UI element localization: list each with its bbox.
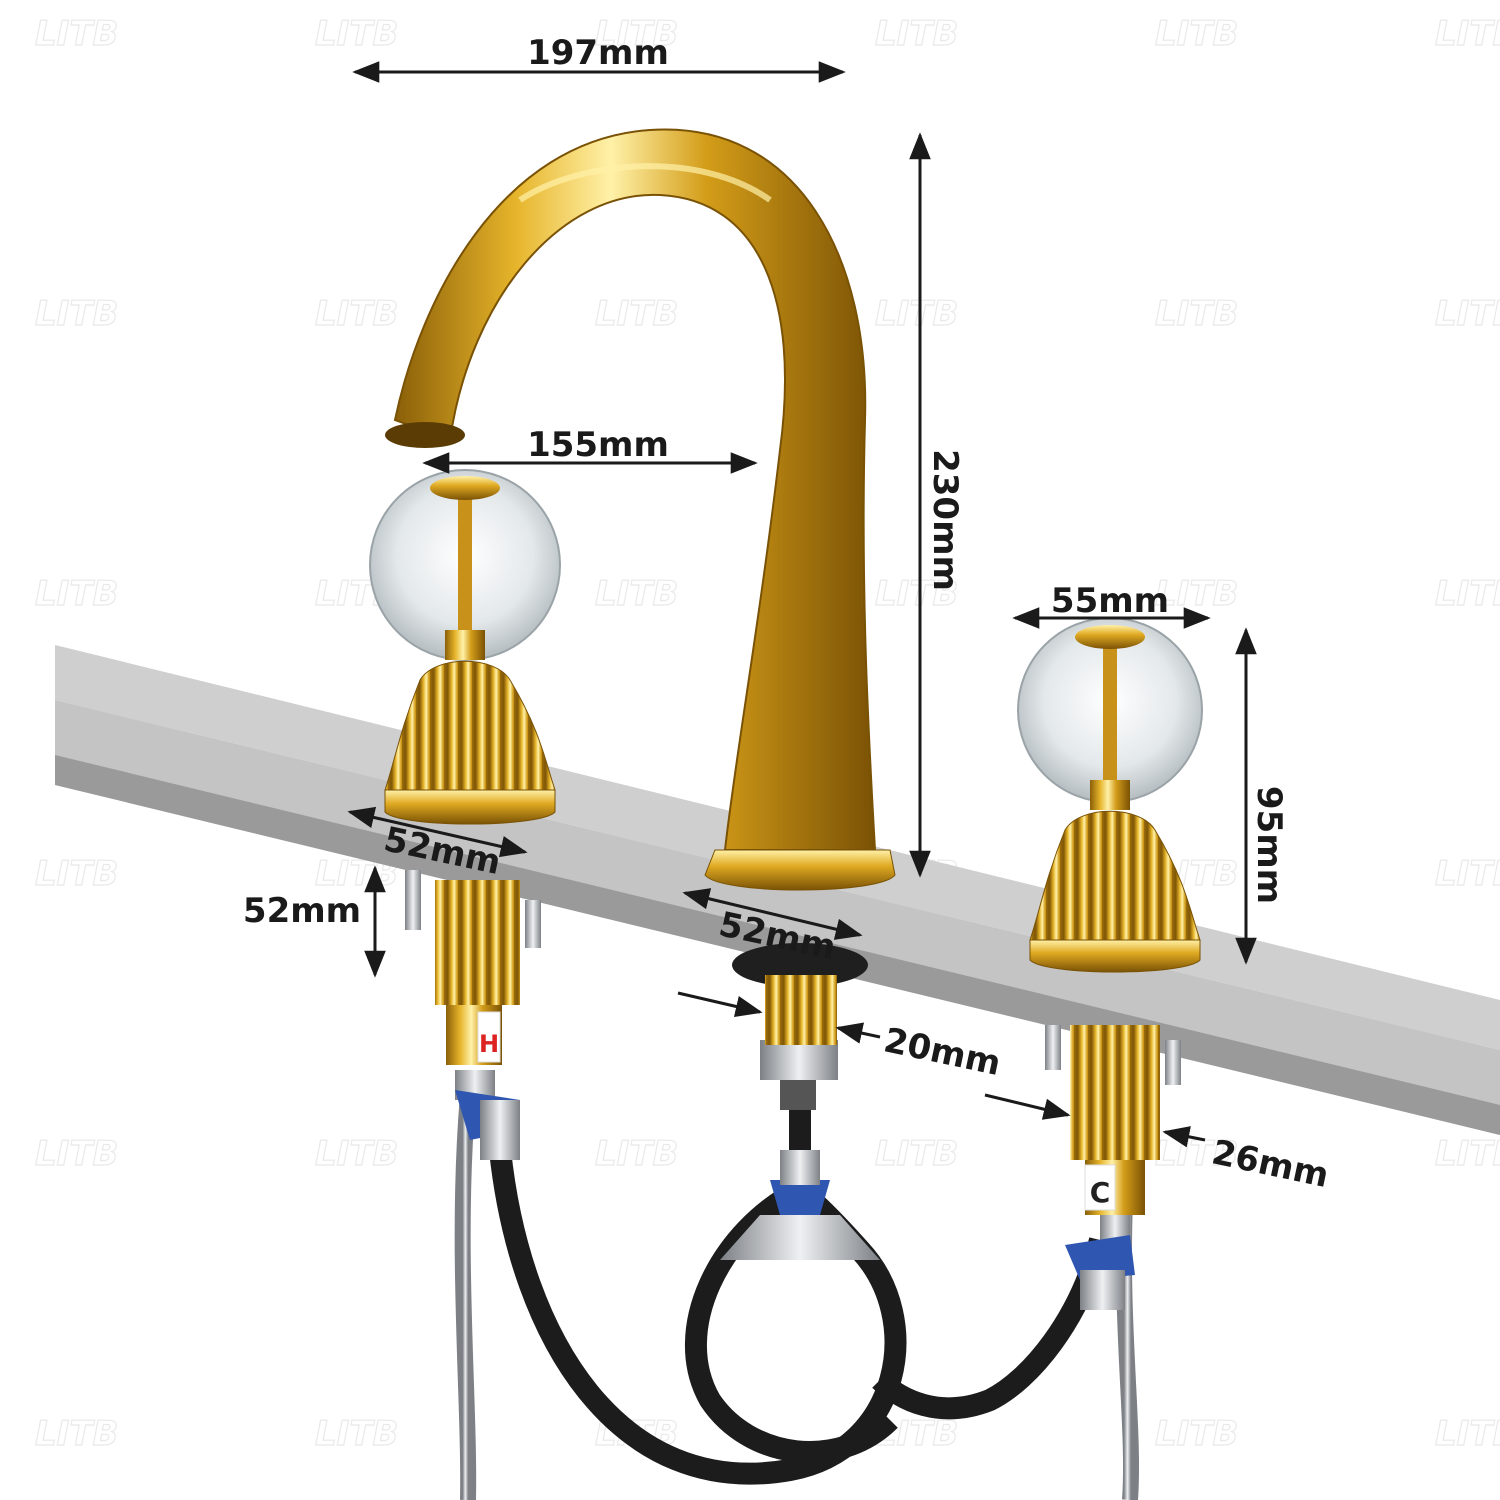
dim-line-handle-shank-left bbox=[984, 1093, 1071, 1120]
watermark-tile: LITB bbox=[1155, 1414, 1238, 1454]
dim-line-spout-base bbox=[682, 888, 863, 940]
watermark-tile: LITB bbox=[1435, 574, 1500, 614]
watermark-tile: LITB bbox=[875, 294, 958, 334]
watermark-tile: LITB bbox=[315, 294, 398, 334]
watermark-tile: LITB bbox=[35, 1414, 118, 1454]
watermark-tile: LITB bbox=[1435, 14, 1500, 54]
watermark-tile: LITB bbox=[1435, 1134, 1500, 1174]
label-spout-reach-total: 197mm bbox=[527, 33, 669, 73]
hot-label: H bbox=[479, 1030, 499, 1058]
label-spout-to-handle: 155mm bbox=[527, 425, 669, 465]
spout bbox=[385, 128, 896, 891]
watermark-tile: LITB bbox=[1155, 14, 1238, 54]
label-handle-width: 55mm bbox=[1051, 581, 1169, 621]
supply-hoses bbox=[454, 1060, 1140, 1500]
watermark-tile: LITB bbox=[35, 14, 118, 54]
spout-shank bbox=[732, 943, 868, 1045]
watermark-tile: LITB bbox=[35, 1134, 118, 1174]
watermark-tile: LITB bbox=[35, 294, 118, 334]
hot-valve: H bbox=[446, 1005, 520, 1160]
watermark-tile: LITB bbox=[1155, 294, 1238, 334]
watermark-tile: LITB bbox=[315, 1134, 398, 1174]
left-handle bbox=[369, 469, 561, 825]
watermark-tile: LITB bbox=[595, 294, 678, 334]
label-spout-height: 230mm bbox=[925, 449, 965, 591]
spout-valve bbox=[720, 1040, 880, 1260]
dimension-lines bbox=[347, 61, 1257, 1148]
watermark-tile: LITB bbox=[595, 14, 678, 54]
watermark-tile: LITB bbox=[595, 574, 678, 614]
watermark-tile: LITB bbox=[875, 1134, 958, 1174]
dim-line-spout-shank-left bbox=[677, 991, 763, 1018]
watermark-tile: LITB bbox=[1435, 294, 1500, 334]
watermark-tile: LITB bbox=[1435, 1414, 1500, 1454]
watermark-tile: LITB bbox=[595, 1134, 678, 1174]
label-left-shank-length: 52mm bbox=[243, 891, 361, 931]
dim-line-spout-shank-right bbox=[835, 1022, 881, 1044]
cold-label: C bbox=[1090, 1176, 1111, 1209]
label-handle-shank: 26mm bbox=[1208, 1132, 1332, 1196]
cold-valve: C bbox=[1065, 1155, 1145, 1310]
dim-line-left-base bbox=[347, 806, 528, 858]
watermark-tile: LITB bbox=[875, 14, 958, 54]
dim-line-handle-shank-right bbox=[1162, 1126, 1206, 1148]
watermark-tile: LITB bbox=[1435, 854, 1500, 894]
right-handle bbox=[1017, 617, 1203, 973]
watermark-tile: LITB bbox=[35, 854, 118, 894]
watermark-tile: LITB bbox=[35, 574, 118, 614]
left-shank bbox=[405, 870, 541, 1005]
watermark-tile: LITB bbox=[315, 1414, 398, 1454]
watermark-tile: LITB bbox=[315, 14, 398, 54]
label-handle-height: 95mm bbox=[1249, 786, 1289, 904]
right-shank bbox=[1045, 1025, 1181, 1160]
label-spout-shank: 20mm bbox=[880, 1020, 1004, 1084]
